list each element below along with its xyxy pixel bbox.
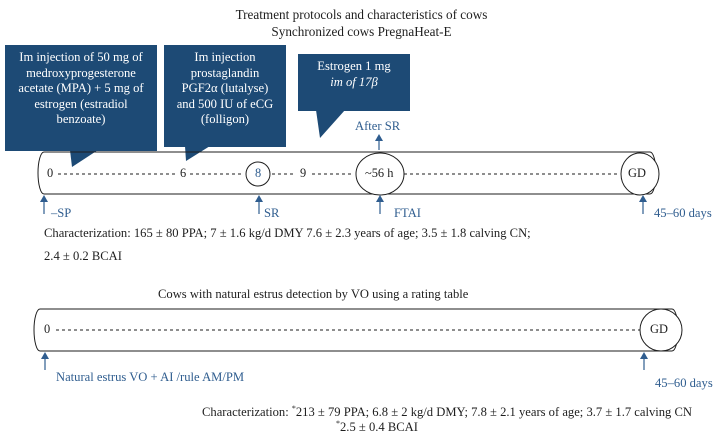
tick-gd-ellipse [620,152,660,196]
tick-label-9: 9 [300,166,307,180]
timeline-1-bar [37,151,657,195]
characterization-2-bcai: 2.5 ± 0.4 BCAI [340,420,418,434]
tick-8-circle [245,161,271,187]
callout-2-pointer [185,146,210,161]
ftai-arrow-head [376,195,384,202]
characterization-2-prefix: Characterization: [202,405,292,419]
tick-label-56h: ~56 h [365,166,394,180]
after-sr-label: After SR [355,119,401,133]
callout-3-line: Estrogen 1 mg [317,59,391,73]
significance-star: * [291,403,296,413]
gd-arrow-1-head [639,195,647,202]
callout-1-line: acetate (MPA) + 5 mg of [18,81,144,96]
callout-2-line: and 500 IU of eCG [176,96,274,111]
callout-3-pointer [316,110,345,138]
tick-label-6: 6 [180,166,187,180]
days-label-2: 45–60 days [655,376,713,390]
tick-label-0: 0 [47,166,54,180]
characterization-1-line1: Characterization: 165 ± 80 PPA; 7 ± 1.6 … [44,226,531,240]
tick-label-gd: GD [628,166,646,180]
sr-label: SR [264,206,280,220]
significance-star: * [336,418,340,428]
sp-label: –SP [51,206,72,220]
callout-2-line: PGF2α (lutalyse) [181,81,269,96]
callout-2-line: Im injection [194,50,256,64]
gd-arrow-2-head [640,352,648,359]
callout-mpa-injection: Im injection of 50 mg of medroxyprogeste… [5,45,157,151]
callout-pgf2a-injection: Im injection prostaglandin PGF2α (lutaly… [164,45,286,147]
diagram-subtitle: Synchronized cows PregnaHeat-E [271,24,452,39]
callout-estrogen: Estrogen 1 mg im of 17β [298,54,410,111]
callout-1-line: Im injection of 50 mg of [19,50,143,64]
characterization-2-line2: *2.5 ± 0.4 BCAI [336,418,418,435]
callout-2-line: prostaglandin [190,65,260,80]
characterization-2-values: 213 ± 79 PPA; 6.8 ± 2 kg/d DMY; 7.8 ± 2.… [295,405,692,419]
callout-3-line: im of 17β [330,74,378,89]
natural-estrus-label: Natural estrus VO + AI /rule AM/PM [56,370,245,384]
characterization-2-line1: Characterization: *213 ± 79 PPA; 6.8 ± 2… [202,403,692,420]
callout-1-line: benzoate) [56,112,106,127]
characterization-1-line2: 2.4 ± 0.2 BCAI [44,249,122,263]
tick-label-gd-b: GD [650,322,668,336]
ftai-label: FTAI [394,206,421,220]
after-sr-arrow-head [375,134,383,141]
days-label-1: 45–60 days [654,206,712,220]
tick-gd-2-ellipse [639,308,683,352]
natural-estrus-arrow-head [41,352,49,359]
callout-1-pointer [70,150,98,167]
sp-arrow-head [40,195,48,202]
callout-1-line: estrogen (estradiol [34,96,128,111]
tick-label-8: 8 [255,166,262,180]
diagram-title: Treatment protocols and characteristics … [235,7,488,22]
sr-arrow-head [255,195,263,202]
tick-label-0-b: 0 [44,322,51,336]
callout-1-line: medroxyprogesterone [26,65,136,80]
section-2-title: Cows with natural estrus detection by VO… [158,287,469,301]
callout-2-line: (folligon) [200,112,250,127]
